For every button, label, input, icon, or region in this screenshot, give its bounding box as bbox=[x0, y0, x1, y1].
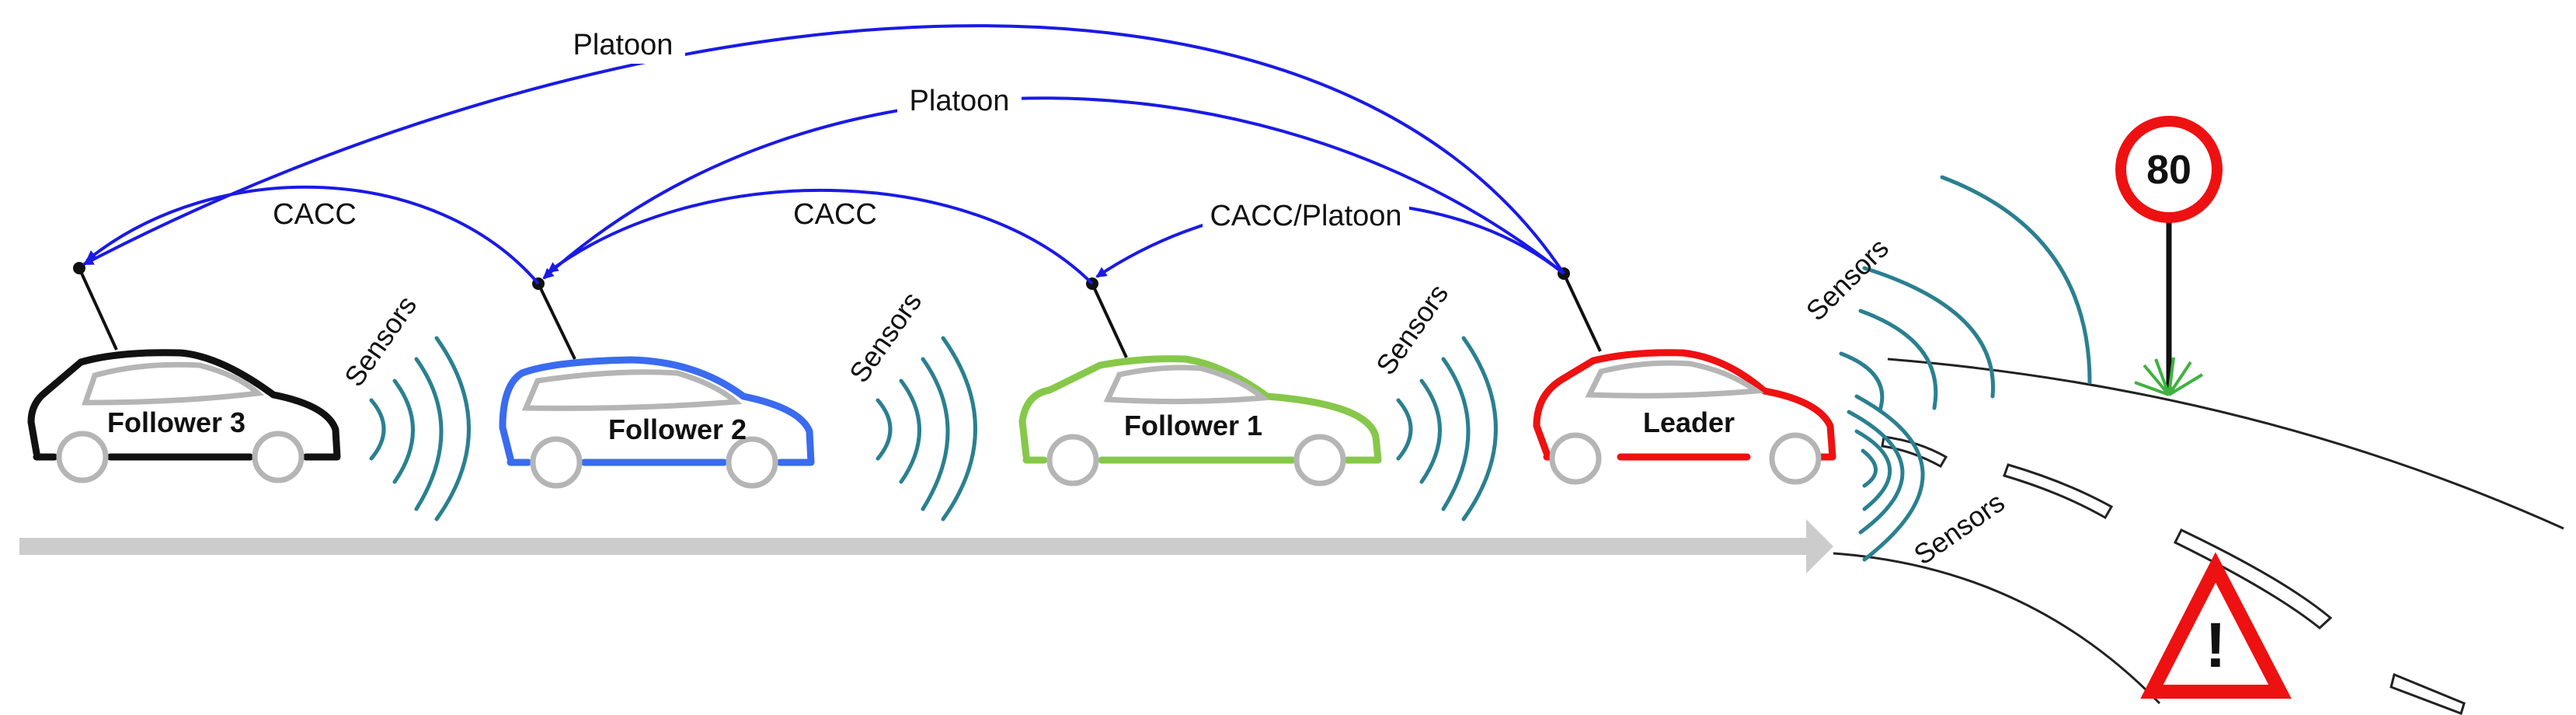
cacc-label-2: CACC bbox=[793, 198, 877, 231]
road-edge-lower bbox=[1833, 552, 2161, 705]
grass-tuft bbox=[2134, 357, 2204, 396]
car-label-follower-2: Follower 2 bbox=[608, 413, 747, 445]
road-direction-arrow bbox=[19, 519, 1833, 574]
communication-links bbox=[82, 24, 1565, 285]
wheel-front bbox=[726, 436, 778, 489]
cacc-link-1 bbox=[85, 185, 540, 285]
car-label-follower-3: Follower 3 bbox=[107, 406, 245, 438]
wheel-front bbox=[252, 431, 305, 483]
link-labels: Platoon Platoon CACC CACC CACC/Platoon bbox=[272, 25, 1409, 236]
platoon-label-inner: Platoon bbox=[910, 85, 1010, 117]
lane-markings bbox=[1881, 435, 2466, 715]
speed-limit-value: 80 bbox=[2146, 148, 2191, 193]
sensors-label-front-upper: Sensors bbox=[1800, 232, 1895, 326]
antennas bbox=[73, 262, 1602, 360]
car-follower-3: Follower 3 bbox=[27, 349, 341, 483]
car-leader: Leader bbox=[1533, 349, 1836, 485]
wheel-rear bbox=[1046, 434, 1099, 487]
sensors-label-2: Sensors bbox=[843, 286, 928, 389]
wheel-rear bbox=[530, 436, 583, 489]
sensors-label-3: Sensors bbox=[1370, 278, 1454, 381]
car-label-follower-1: Follower 1 bbox=[1124, 410, 1262, 441]
warning-symbol: ! bbox=[2205, 610, 2226, 681]
warning-sign: ! bbox=[2140, 552, 2292, 699]
car-follower-1: Follower 1 bbox=[1018, 355, 1382, 487]
car-label-leader: Leader bbox=[1643, 406, 1735, 438]
speed-limit-sign: 80 bbox=[2115, 116, 2223, 396]
wheel-front bbox=[1769, 432, 1822, 485]
platoon-link-inner bbox=[542, 96, 1565, 280]
platoon-label-outer: Platoon bbox=[573, 29, 674, 61]
wheel-rear bbox=[56, 431, 109, 483]
platoon-link-outer bbox=[82, 24, 1565, 275]
cacc-label-1: CACC bbox=[273, 198, 357, 231]
wheel-rear bbox=[1549, 432, 1602, 485]
cacc-platoon-label: CACC/Platoon bbox=[1210, 200, 1401, 232]
car-follower-2: Follower 2 bbox=[499, 356, 815, 489]
sensors-label-front-lower: Sensors bbox=[1908, 486, 2010, 570]
cacc-link-2 bbox=[547, 188, 1094, 285]
sensor-waves bbox=[369, 175, 2092, 562]
wheel-front bbox=[1293, 434, 1346, 487]
sensors-label-1: Sensors bbox=[338, 290, 423, 392]
